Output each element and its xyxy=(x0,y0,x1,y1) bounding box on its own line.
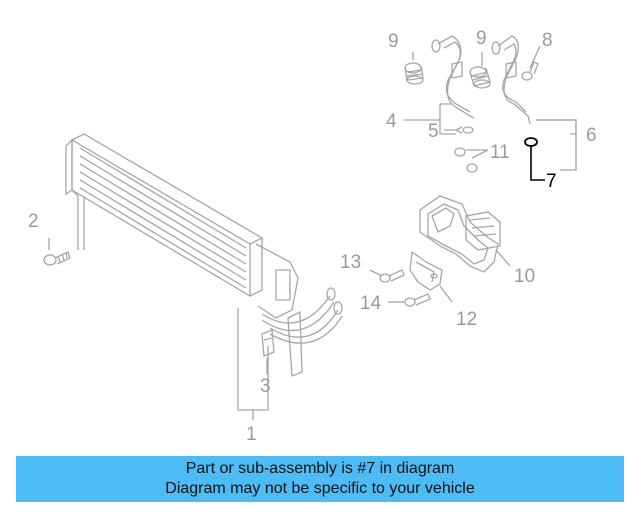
callout-9-left: 9 xyxy=(388,31,399,52)
o-ring-part-7 xyxy=(524,137,538,147)
fitting-part-5 xyxy=(454,126,474,134)
callout-11: 11 xyxy=(490,142,510,163)
cooler-lines xyxy=(261,287,343,344)
o-ring-part-11 xyxy=(454,147,478,173)
banner-line-disclaimer: Diagram may not be specific to your vehi… xyxy=(165,480,475,497)
callout-5: 5 xyxy=(428,121,439,142)
callout-4: 4 xyxy=(386,111,397,132)
bracket-part-3 xyxy=(261,329,275,357)
callout-1: 1 xyxy=(246,424,257,445)
callout-12: 12 xyxy=(456,309,477,330)
oil-cooler-part-10 xyxy=(419,195,501,273)
info-banner: Part or sub-assembly is #7 in diagram Di… xyxy=(16,456,624,502)
hose-sleeve-left xyxy=(404,62,424,85)
bolt-part-13 xyxy=(379,269,405,283)
callout-2: 2 xyxy=(28,211,39,232)
callout-6: 6 xyxy=(586,125,597,146)
callout-10: 10 xyxy=(514,266,535,287)
hose-sleeve-right xyxy=(469,66,491,89)
bracket-part-12 xyxy=(409,250,443,291)
bolt-part-2 xyxy=(43,251,71,266)
leader-lines xyxy=(48,45,577,420)
callout-9-right: 9 xyxy=(476,28,487,49)
callout-13: 13 xyxy=(340,252,361,273)
oil-cooler-core xyxy=(65,133,303,377)
callout-14: 14 xyxy=(360,293,382,314)
parts-diagram: 1 2 3 4 5 6 7 8 9 9 10 11 12 13 14 xyxy=(28,28,597,445)
callout-7: 7 xyxy=(546,171,557,192)
banner-line-part: Part or sub-assembly is #7 in diagram xyxy=(185,460,455,477)
bolt-part-8 xyxy=(521,61,539,81)
upper-hose-assembly xyxy=(431,35,531,125)
callout-8: 8 xyxy=(542,30,553,51)
callout-3: 3 xyxy=(260,376,271,397)
bolt-part-14 xyxy=(404,293,431,307)
